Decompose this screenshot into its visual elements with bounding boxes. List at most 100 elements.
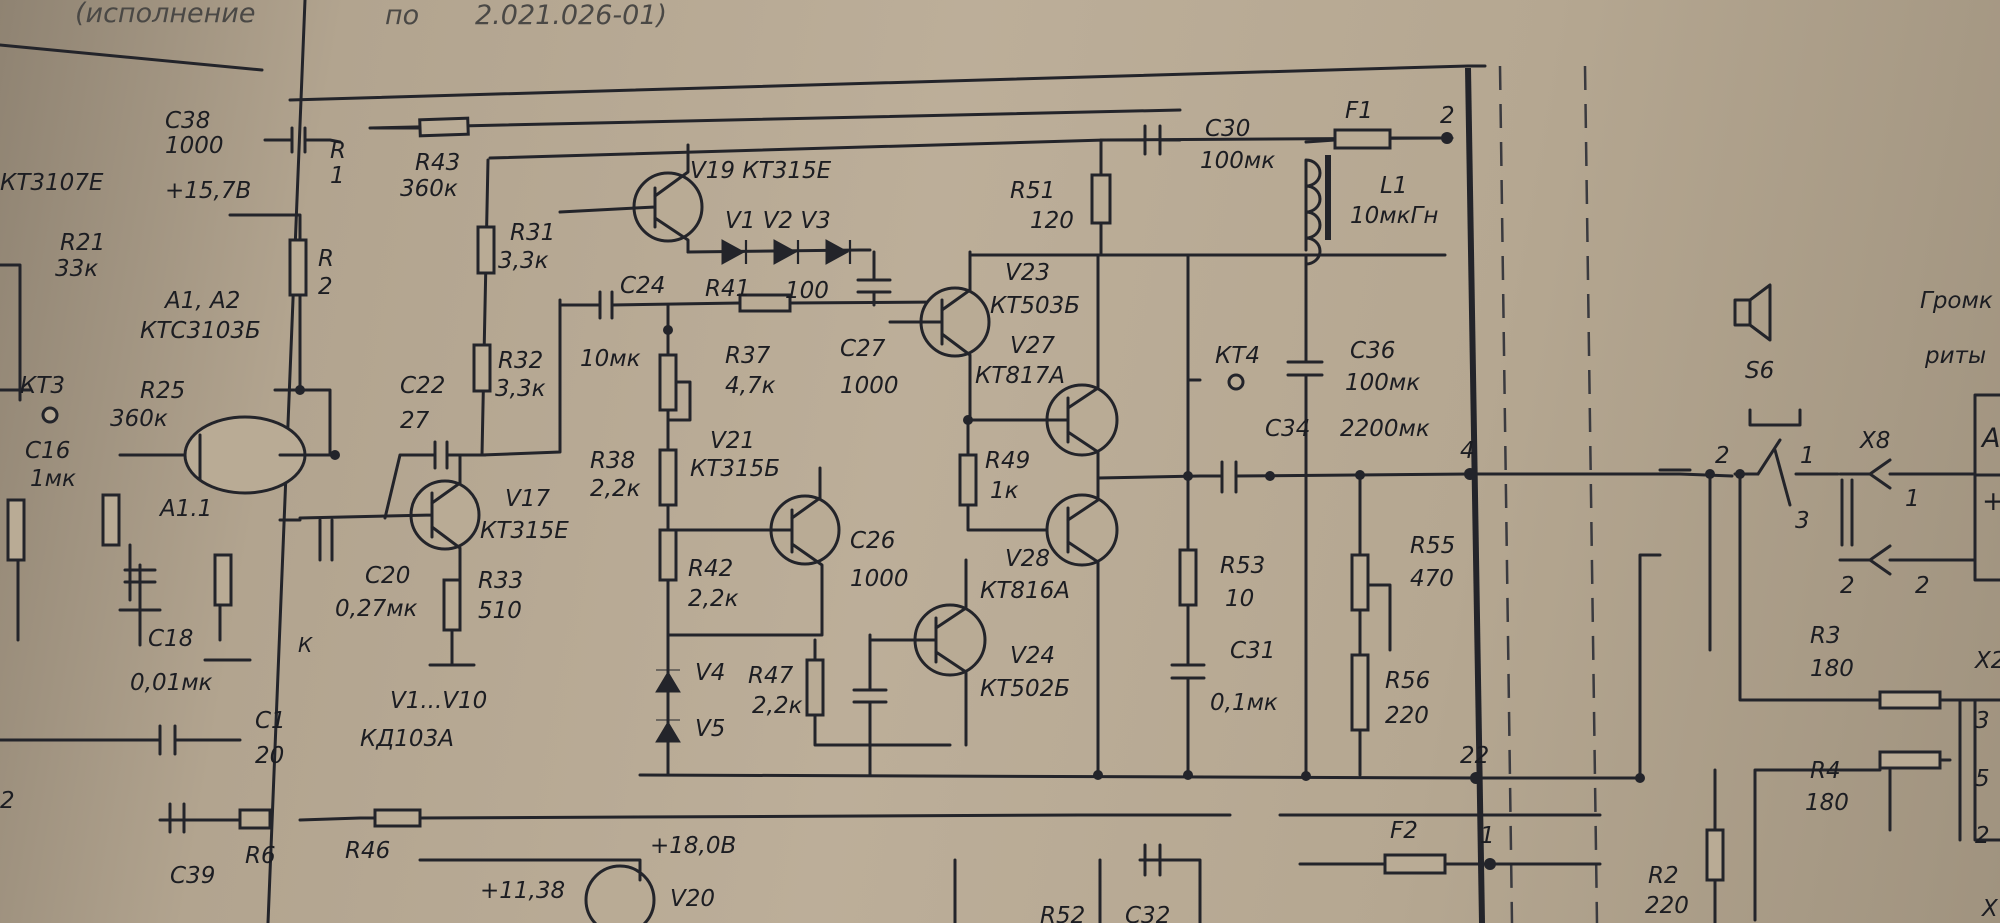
value-r31: 3,3к xyxy=(498,248,549,274)
c1-plates xyxy=(158,724,177,756)
pin-2: 2 xyxy=(1440,103,1455,129)
diodes-range: V1...V10 xyxy=(390,688,488,714)
resistor-r43 xyxy=(418,116,470,138)
value-c1: 20 xyxy=(255,743,285,769)
resistor-r56 xyxy=(1350,653,1370,732)
resistor-r46 xyxy=(373,808,422,828)
pin-4-dot xyxy=(1464,468,1476,480)
x2-pin2: 2 xyxy=(1975,823,1990,849)
resistor-left-2 xyxy=(288,238,308,297)
c27-plates xyxy=(856,278,892,294)
rail-upper xyxy=(488,136,1447,160)
node-r-1 xyxy=(1705,469,1715,479)
label-c38: С38 xyxy=(165,108,211,134)
label-c34: С34 xyxy=(1265,416,1311,442)
label-c30: С30 xyxy=(1205,116,1251,142)
value-r33: 510 xyxy=(478,598,522,624)
rail-top xyxy=(368,108,1182,130)
v23-leads xyxy=(888,250,972,422)
diode-v4 xyxy=(655,669,681,693)
c34-plates xyxy=(1220,460,1238,494)
node-left-2 xyxy=(330,450,340,460)
v17-leads xyxy=(298,453,462,582)
speaker-label: Громк xyxy=(1920,288,1993,314)
r53-wire xyxy=(1186,253,1202,777)
pin-22-dot xyxy=(1470,772,1482,784)
label-r52: R52 xyxy=(1040,903,1086,923)
dashed-boundary-right xyxy=(1583,65,1599,923)
label-r38: R38 xyxy=(590,448,636,474)
value-r49: 1к xyxy=(990,478,1019,504)
c20-wire xyxy=(318,518,334,562)
label-r49: R49 xyxy=(985,448,1031,474)
header-right: 2.021.026-01) xyxy=(475,0,668,31)
value-c36: 100мк xyxy=(1345,370,1421,396)
v21-leads xyxy=(666,466,824,582)
label-r33: R33 xyxy=(478,568,524,594)
connector-x8 xyxy=(1838,458,1892,576)
label-r43: R43 xyxy=(415,150,461,176)
module-border-right xyxy=(1465,67,1485,923)
type-v27: КТ817А xyxy=(975,363,1066,389)
resistor-r31 xyxy=(476,225,496,275)
value-c18: 0,01мк xyxy=(130,670,213,696)
resistor-r37 xyxy=(658,353,678,412)
value-c16: 1мк xyxy=(30,466,76,492)
label-r47: R47 xyxy=(748,663,794,689)
right-wiring xyxy=(1638,468,2000,923)
ic-type: КТС3103Б xyxy=(140,318,261,344)
x8-pin2b: 2 xyxy=(1915,573,1930,599)
c30-plates xyxy=(1143,124,1162,156)
label-f2: F2 xyxy=(1390,818,1418,844)
node-left-1 xyxy=(295,385,305,395)
value-r43: 360к xyxy=(400,176,458,202)
value-r32: 3,3к xyxy=(495,376,546,402)
c36-plates xyxy=(1286,360,1324,377)
resistor-r41 xyxy=(738,293,792,313)
header-left: (исполнение xyxy=(75,0,256,29)
value-c38: 1000 xyxy=(165,133,224,159)
type-v21: КТ315Б xyxy=(690,456,781,482)
value-r55: 470 xyxy=(1410,566,1454,592)
type-v23: КТ503Б xyxy=(990,293,1081,319)
ic-section: А1.1 xyxy=(160,496,213,522)
value-r47: 2,2к xyxy=(752,693,803,719)
node-r-2 xyxy=(1735,469,1745,479)
diode-v5 xyxy=(655,719,681,743)
diode-v2 xyxy=(773,239,799,265)
value-c26: 1000 xyxy=(850,566,909,592)
x8-lines xyxy=(1888,472,1977,562)
value-r37: 4,7к xyxy=(725,373,776,399)
transistor-v19: V19 КТ315Е xyxy=(690,158,832,184)
switch-s6 xyxy=(1733,408,1840,507)
value-c27: 1000 xyxy=(840,373,899,399)
label-r53: R53 xyxy=(1220,553,1266,579)
value-r2: 220 xyxy=(1645,893,1689,919)
box-a-label: А xyxy=(1982,423,2000,454)
label-r3: R3 xyxy=(1810,623,1841,649)
label-c31: С31 xyxy=(1230,638,1276,664)
label-r25: R25 xyxy=(140,378,186,404)
label-v4: V4 xyxy=(695,660,726,686)
resistor-r33 xyxy=(442,578,462,632)
label-r37: R37 xyxy=(725,343,771,369)
x8-pin2: 2 xyxy=(1840,573,1855,599)
s6-pin3: 3 xyxy=(1795,508,1810,534)
resistor-r6 xyxy=(238,808,272,830)
label-c18: С18 xyxy=(148,626,194,652)
label-r41: R41 xyxy=(705,276,751,302)
node-ground-1 xyxy=(1093,770,1103,780)
label-c16: С16 xyxy=(25,438,71,464)
label-r2: R2 xyxy=(1648,863,1679,889)
value-r41: 100 xyxy=(785,278,829,304)
value-r51: 120 xyxy=(1030,208,1074,234)
value-r38: 2,2к xyxy=(590,476,641,502)
s6-pin1: 1 xyxy=(1800,443,1815,469)
c38-wire xyxy=(263,138,342,144)
value-c22: 27 xyxy=(400,408,430,434)
box-right xyxy=(1973,393,2000,582)
value-r25: 360к xyxy=(110,406,168,432)
resistor-r47 xyxy=(805,658,825,717)
x-cut: Х xyxy=(1982,896,1998,922)
